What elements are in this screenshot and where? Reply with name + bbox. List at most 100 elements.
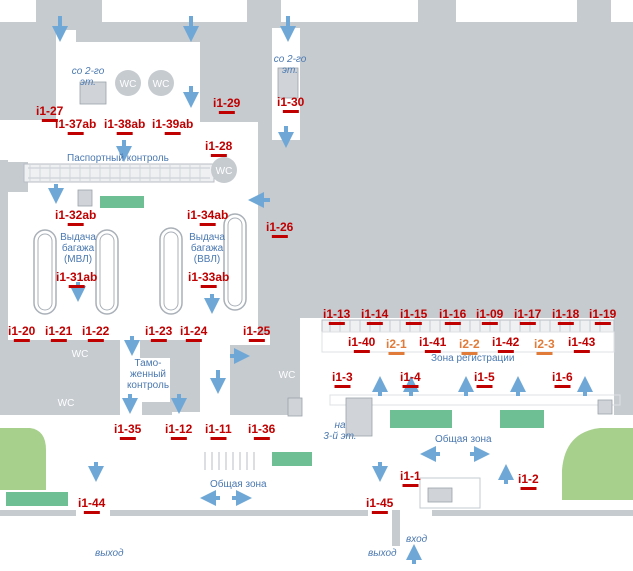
point-label[interactable]: i1-2 <box>518 472 539 486</box>
exit-left-label: выход <box>95 548 124 559</box>
marker-bar <box>170 437 187 440</box>
point-label[interactable]: i1-36 <box>248 422 276 436</box>
point-label[interactable]: i1-37ab <box>55 117 96 131</box>
marker-bar <box>328 322 345 325</box>
info-point-label[interactable]: i2-2 <box>459 337 480 351</box>
marker-bar <box>519 322 536 325</box>
point-label[interactable]: i1-38ab <box>104 117 145 131</box>
point-label[interactable]: i1-16 <box>439 307 467 321</box>
marker-bar <box>199 223 216 226</box>
lawns <box>0 428 633 500</box>
escalator-upper-right <box>277 67 299 99</box>
point-label[interactable]: i1-17 <box>514 307 542 321</box>
public-zone-bottom-label: Общая зона <box>210 478 267 490</box>
wc-label: WC <box>58 398 75 409</box>
info-point-label[interactable]: i2-1 <box>386 337 407 351</box>
marker-bar <box>334 385 351 388</box>
point-label[interactable]: i1-13 <box>323 307 351 321</box>
wc-icon <box>274 361 300 387</box>
marker-bar <box>218 111 235 114</box>
point-label[interactable]: i1-26 <box>266 220 294 234</box>
marker-bar <box>248 339 265 342</box>
point-label[interactable]: i1-31ab <box>56 270 97 284</box>
point-label[interactable]: i1-27 <box>36 104 64 118</box>
passport-booths <box>23 163 215 183</box>
point-label[interactable]: i1-18 <box>552 307 580 321</box>
point-label[interactable]: i1-39ab <box>152 117 193 131</box>
entrance-label: вход <box>406 534 428 545</box>
point-label[interactable]: i1-34ab <box>187 208 228 222</box>
escalator-lower <box>345 397 373 437</box>
point-labels: i1-27 i1-37ab i1-38ab i1-39ab i1-29 i1-3… <box>8 95 617 510</box>
wc-icon <box>115 70 141 96</box>
marker-bar <box>41 119 58 122</box>
point-label[interactable]: i1-6 <box>552 370 573 384</box>
point-label[interactable]: i1-20 <box>8 324 36 338</box>
wc-labels: WC WC WC WC WC WC <box>58 79 296 409</box>
exit-mid-label: выход <box>368 548 397 559</box>
marker-bar <box>388 352 405 355</box>
point-label[interactable]: i1-41 <box>419 335 447 349</box>
marker-bar <box>13 339 30 342</box>
point-label[interactable]: i1-12 <box>165 422 193 436</box>
lawn-left <box>0 428 46 490</box>
point-label[interactable]: i1-5 <box>474 370 495 384</box>
point-label[interactable]: i1-09 <box>476 307 504 321</box>
point-label[interactable]: i1-28 <box>205 139 233 153</box>
marker-bar <box>253 437 270 440</box>
marker-bar <box>573 350 590 353</box>
point-label[interactable]: i1-44 <box>78 496 106 510</box>
wc-icon <box>53 389 79 415</box>
wc-label: WC <box>120 79 137 90</box>
wc-icon <box>148 70 174 96</box>
point-label[interactable]: i1-14 <box>361 307 389 321</box>
marker-bar <box>520 487 537 490</box>
point-label[interactable]: i1-45 <box>366 496 394 510</box>
marker-bar <box>68 285 85 288</box>
marker-bar <box>164 132 181 135</box>
point-label[interactable]: i1-3 <box>332 370 353 384</box>
point-label[interactable]: i1-1 <box>400 469 421 483</box>
marker-bar <box>87 339 104 342</box>
point-label[interactable]: i1-11 <box>205 422 232 436</box>
marker-bar <box>481 322 498 325</box>
baggage-carousels <box>33 213 247 315</box>
escalators <box>77 67 613 437</box>
point-label[interactable]: i1-42 <box>492 335 520 349</box>
point-label[interactable]: i1-29 <box>213 96 241 110</box>
marker-bar <box>67 132 84 135</box>
point-label[interactable]: i1-35 <box>114 422 142 436</box>
public-zone-right-label: Общая зона <box>435 433 492 445</box>
elevator-lower <box>287 397 303 417</box>
wc-icons <box>53 70 300 415</box>
marker-bar <box>200 285 217 288</box>
point-label[interactable]: i1-24 <box>180 324 208 338</box>
marker-bar <box>119 437 136 440</box>
point-label[interactable]: i1-33ab <box>188 270 229 284</box>
point-label[interactable]: i1-43 <box>568 335 596 349</box>
info-point-label[interactable]: i2-3 <box>534 337 555 351</box>
building-walls <box>0 0 633 546</box>
point-label[interactable]: i1-40 <box>348 335 376 349</box>
point-label[interactable]: i1-32ab <box>55 208 96 222</box>
marker-bar <box>497 350 514 353</box>
point-label[interactable]: i1-21 <box>45 324 73 338</box>
point-label[interactable]: i1-15 <box>400 307 428 321</box>
point-label[interactable]: i1-4 <box>400 370 421 384</box>
entrance-booth <box>419 477 481 509</box>
point-label[interactable]: i1-23 <box>145 324 173 338</box>
point-label[interactable]: i1-19 <box>589 307 617 321</box>
point-label[interactable]: i1-22 <box>82 324 110 338</box>
marker-bar <box>476 385 493 388</box>
zone-labels: Паспортный контроль Зона регистрации Общ… <box>67 153 514 559</box>
point-label[interactable]: i1-30 <box>277 95 305 109</box>
point-label[interactable]: i1-25 <box>243 324 271 338</box>
green-zones <box>6 196 544 506</box>
wc-label: WC <box>279 370 296 381</box>
marker-bar <box>557 322 574 325</box>
